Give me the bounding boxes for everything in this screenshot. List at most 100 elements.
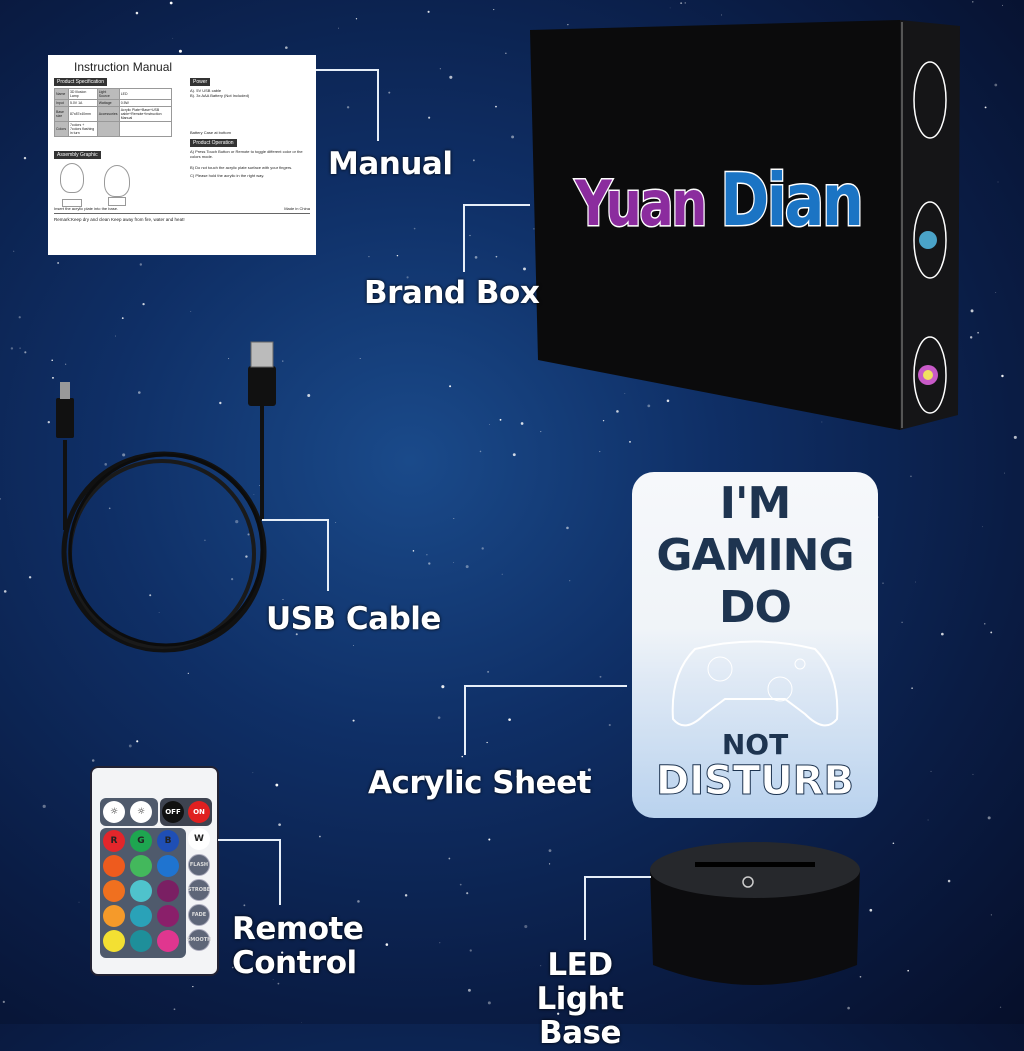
star <box>51 359 53 361</box>
star <box>448 857 451 860</box>
lamp-text-im: I'M <box>719 478 792 529</box>
off-button: OFF <box>162 801 184 823</box>
star <box>540 431 542 433</box>
label-led-light-base: LED Light Base <box>500 948 660 1050</box>
power-heading: Power <box>190 78 211 86</box>
star <box>426 554 428 556</box>
color-button <box>130 905 152 927</box>
star <box>121 317 124 319</box>
star <box>169 1 173 5</box>
star <box>995 291 997 293</box>
star <box>469 234 471 237</box>
star <box>859 975 862 978</box>
operation-b: B) Do not touch the acrylic plate surfac… <box>190 165 293 170</box>
star <box>149 594 152 597</box>
star <box>990 914 992 916</box>
star <box>142 302 145 306</box>
operation-a: A) Press Touch Button or Remote to toggl… <box>190 149 303 159</box>
star <box>24 351 27 354</box>
label-remote-line2: Control <box>232 945 357 982</box>
star <box>204 539 206 542</box>
star <box>524 924 528 929</box>
star <box>587 768 591 772</box>
strobe-button: STROBE <box>188 879 210 901</box>
star <box>301 1022 302 1023</box>
operation-c: C) Please hold the acrylic in the right … <box>190 173 265 178</box>
assembly-caption: Insert the acrylic plate into the base. <box>54 206 119 211</box>
star <box>487 670 490 673</box>
star <box>275 783 279 787</box>
star <box>338 27 339 29</box>
spec-cell: 5.0V 1A <box>67 99 98 107</box>
color-button <box>130 880 152 902</box>
star <box>505 52 507 54</box>
star <box>428 562 431 565</box>
spec-cell: Base size <box>54 106 69 122</box>
star <box>272 979 274 980</box>
star <box>52 376 54 379</box>
star <box>599 675 602 678</box>
operation-heading: Product Operation <box>190 139 237 147</box>
manual-title: Instruction Manual <box>74 60 173 74</box>
star <box>647 404 651 408</box>
star <box>466 892 469 895</box>
star <box>666 399 670 403</box>
spec-cell: 0.5W <box>118 99 173 107</box>
lamp-text-gaming: GAMING <box>656 530 854 581</box>
star <box>516 775 519 778</box>
lamp-text-disturb: DISTURB <box>656 758 855 804</box>
star <box>346 106 350 109</box>
star <box>219 401 222 405</box>
star <box>187 672 189 674</box>
star <box>18 316 21 319</box>
power-b: B). 3x AAA Battery (Not Included) <box>190 93 250 98</box>
star <box>982 526 983 528</box>
star <box>10 347 14 350</box>
star <box>629 440 631 443</box>
brand-word-dian: Dian <box>719 157 865 244</box>
star <box>65 363 67 365</box>
star <box>232 966 234 969</box>
flash-button: FLASH <box>188 854 210 876</box>
star <box>847 1006 850 1010</box>
star <box>508 718 511 721</box>
star <box>969 336 973 339</box>
star <box>247 533 250 536</box>
star <box>1002 4 1003 6</box>
star <box>427 10 430 13</box>
star <box>947 879 951 883</box>
star <box>927 819 929 821</box>
star <box>453 518 455 519</box>
star <box>472 159 475 162</box>
star <box>282 598 284 600</box>
star <box>987 816 991 820</box>
star <box>453 562 455 563</box>
star <box>495 105 497 108</box>
bulb-illustration <box>54 161 182 207</box>
spec-cell: Colors <box>54 121 69 137</box>
brightness-down-icon: ☼ <box>130 801 152 823</box>
star <box>990 631 993 634</box>
spec-cell: Light Source <box>96 88 120 100</box>
color-button <box>103 880 125 902</box>
star <box>512 453 516 457</box>
star <box>439 942 441 944</box>
star <box>406 276 409 279</box>
label-remote-control: Remote Control <box>232 912 364 982</box>
star <box>1001 374 1004 378</box>
star <box>158 612 160 613</box>
star <box>57 261 60 264</box>
star <box>523 267 526 271</box>
brand-box <box>530 20 960 430</box>
star <box>173 1008 176 1011</box>
star <box>122 453 126 457</box>
star <box>489 424 490 425</box>
color-button <box>103 930 125 952</box>
star <box>406 290 408 291</box>
star <box>608 723 611 727</box>
star <box>907 969 909 972</box>
star <box>449 385 452 388</box>
brand-logo: Yuan Dian <box>574 157 865 244</box>
